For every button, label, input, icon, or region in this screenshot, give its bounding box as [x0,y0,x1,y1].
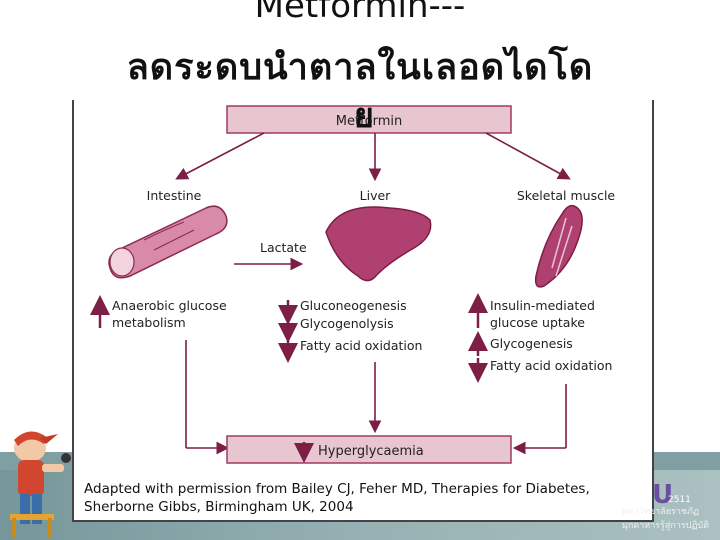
intestine-effect-line-1: Anaerobic glucose [112,298,227,313]
university-logo-line-2: มุกดาหารรู้สู่การปฏิบัติ [622,521,710,531]
caption-line-1: Adapted with permission from Bailey CJ, … [84,481,590,497]
slide-title-thai-continued: ย [354,96,374,136]
hyperglycaemia-box [226,435,512,464]
metformin-box-label: Metformin [336,114,402,129]
university-logo-year: 2511 [668,495,691,505]
muscle-effect-line-3: Glycogenesis [490,336,573,351]
university-logo-mark: U [652,480,674,510]
muscle-effect-line-4: Fatty acid oxidation [490,358,612,373]
liver-icon [325,206,432,282]
liver-effect-line-3: Fatty acid oxidation [300,338,422,353]
mechanism-diagram: Metformin Intestine Liver Skeletal muscl… [90,105,616,464]
arrow-to-intestine [175,132,265,180]
skeletal-muscle-icon [534,204,583,288]
cartoon-student-illustration [10,431,71,538]
liver-effect-line-2: Glycogenolysis [300,316,394,331]
hyperglycaemia-box-label: Hyperglycaemia [318,444,424,459]
intestine-effect-line-2: metabolism [112,315,186,330]
arrow-to-muscle [485,132,571,180]
intestine-icon [108,205,228,279]
organ-label-muscle: Skeletal muscle [517,188,616,203]
metformin-mechanism-figure: Metformin Intestine Liver Skeletal muscl… [72,100,654,522]
figure-caption: Adapted with permission from Bailey CJ, … [84,480,644,516]
caption-line-2: Sherborne Gibbs, Birmingham UK, 2004 [84,499,354,515]
slide-title-thai: ลดระดบนำตาลในเลอดไดโด [126,47,594,88]
organ-label-intestine: Intestine [147,188,202,203]
lactate-label: Lactate [260,240,307,255]
slide-title: Metformin--- [254,0,466,26]
liver-effect-line-1: Gluconeogenesis [300,298,407,313]
muscle-effect-line-1: Insulin-mediated [490,298,595,313]
muscle-effect-line-2: glucose uptake [490,315,585,330]
organ-label-liver: Liver [360,188,392,203]
metformin-box [226,105,512,134]
university-logo-line-1: มหาวิทยาลัยราชภัฏ [622,507,699,517]
